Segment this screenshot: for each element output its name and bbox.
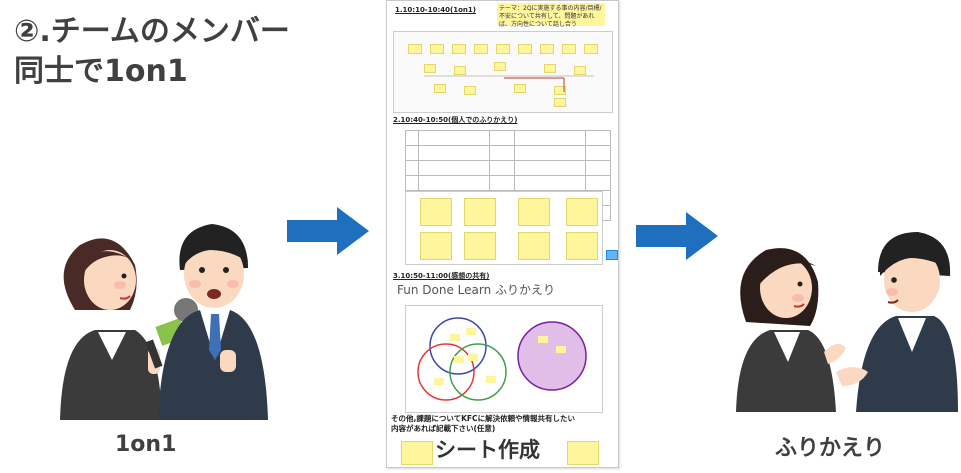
arrow-right-icon — [287, 207, 369, 255]
flow-diagram-panel — [393, 31, 613, 113]
arrow-right-icon — [636, 212, 718, 260]
section-share-heading: 3.10:50-11:00(感想の共有) — [393, 272, 490, 280]
reflection-illustration — [736, 232, 958, 412]
interviewee-man — [158, 224, 268, 420]
label-reflection: ふりかえり — [775, 436, 886, 461]
reflection-stickies-panel — [405, 191, 603, 265]
venn-diagram — [417, 317, 587, 401]
venn-diagram-panel — [405, 305, 603, 413]
other-requests-line2: 内容があれば記載下さい(任意) — [391, 424, 496, 433]
label-sheet-creation: シート作成 — [435, 438, 540, 462]
slide-title: ②.チームのメンバー 同士で1on1 — [14, 12, 290, 92]
interviewer-woman — [60, 238, 162, 420]
section-reflection-heading: 2.10:40-10:50(個人でのふりかえり) — [393, 116, 518, 124]
other-requests-line1: その他,課題についてKFCに解決依頼や情報共有したい — [391, 414, 576, 423]
sheet-sticky-note — [567, 441, 599, 465]
workshop-sheet: 1.10:10-10:40(1on1) テーマ：2Qに実施する事の内容/目標/不… — [386, 0, 619, 468]
side-sticky-note — [606, 250, 618, 260]
fun-done-learn-title: Fun Done Learn ふりかえり — [397, 283, 556, 297]
theme-sticky-note: テーマ：2Qに実施する事の内容/目標/不安について共有して、問題があれば、方向性… — [497, 3, 605, 28]
sheet-sticky-note — [401, 441, 433, 465]
slide-title-line2: 同士で1on1 — [14, 54, 188, 89]
section-1on1-heading: 1.10:10-10:40(1on1) — [395, 6, 476, 14]
slide-title-line1: ②.チームのメンバー — [14, 14, 290, 49]
woman-talking — [736, 248, 846, 412]
interview-illustration — [60, 224, 268, 420]
man-listening — [836, 232, 958, 412]
label-1on1: 1on1 — [115, 432, 177, 457]
other-requests-note: その他,課題についてKFCに解決依頼や情報共有したい 内容があれば記載下さい(任… — [391, 414, 575, 434]
